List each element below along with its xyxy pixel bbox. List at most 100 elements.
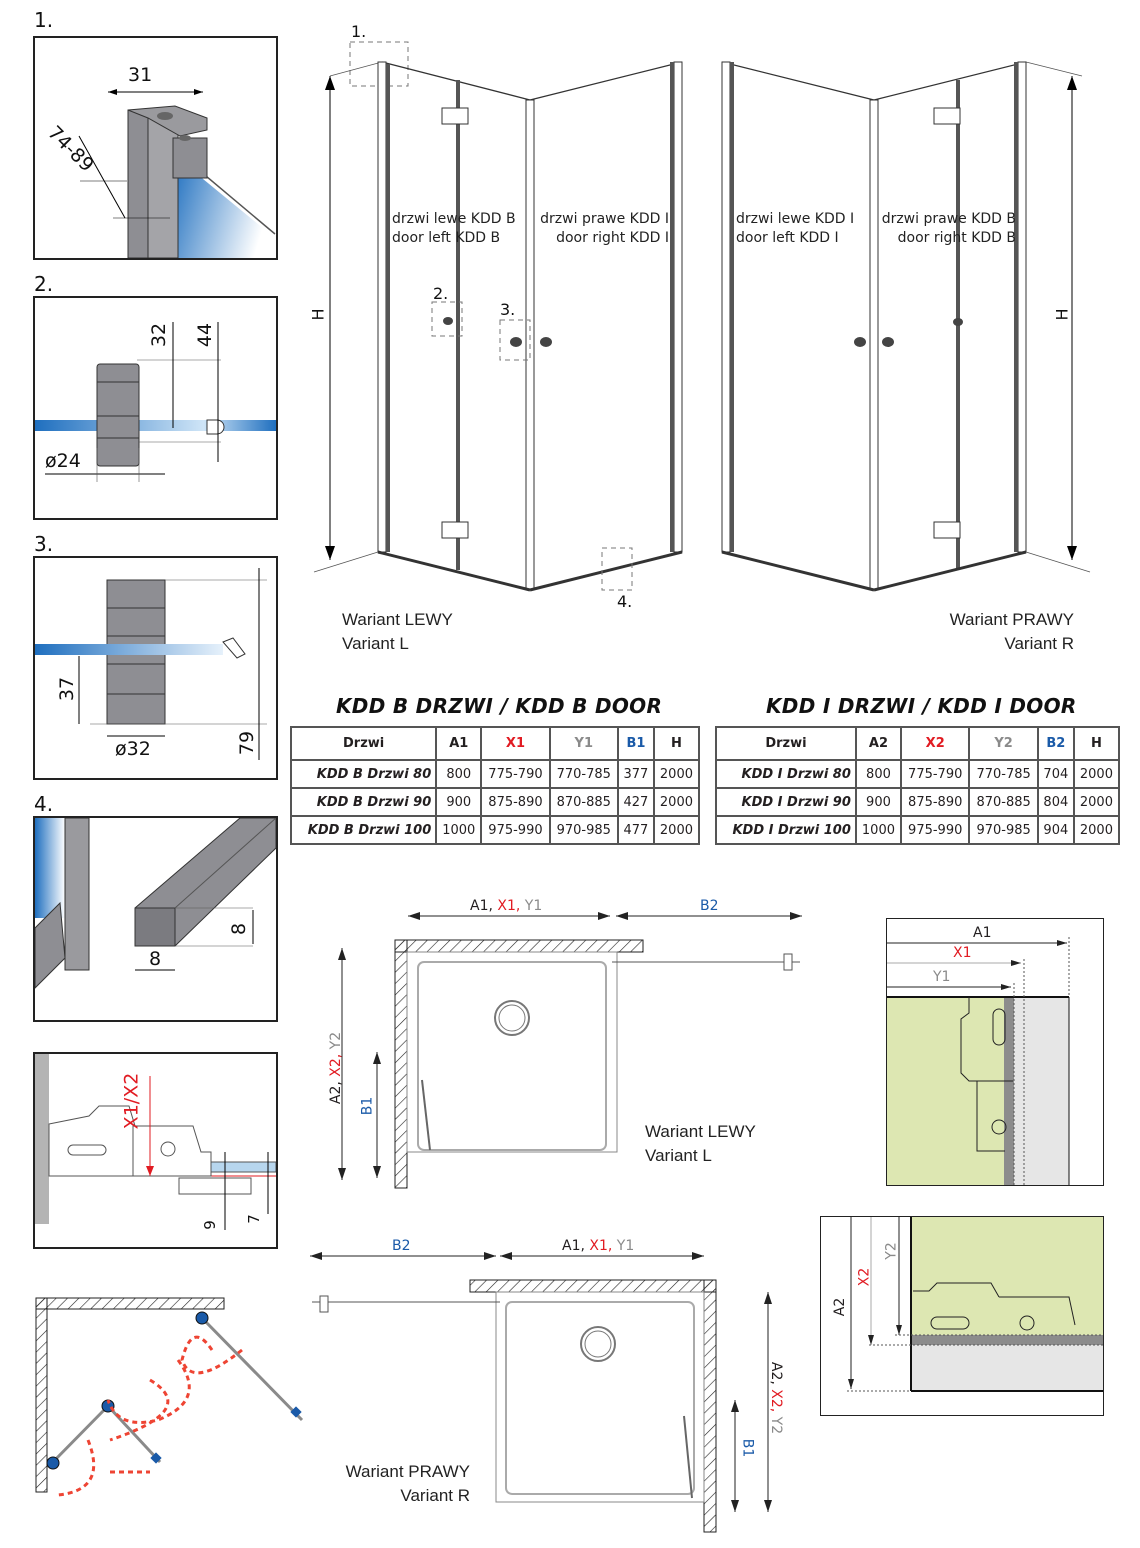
table-cell: 477	[616, 815, 655, 845]
table-row: KDD B Drzwi 90 900 875-890 870-885 427 2…	[289, 787, 701, 817]
plan-right-drawing	[310, 1252, 772, 1533]
table-cell: 870-885	[968, 787, 1039, 817]
plan-left-variant-label: Wariant LEWY Variant L	[645, 1122, 756, 1165]
table-cell: 800	[854, 759, 903, 789]
handle-illustration	[35, 568, 267, 760]
plan-left-drawing	[338, 912, 802, 1189]
profile-side-a2: A2	[832, 1297, 849, 1317]
table-cell: 377	[616, 759, 655, 789]
table-cell: 1000	[435, 815, 483, 845]
table-row: KDD B Drzwi 80 800 775-790 770-785 377 2…	[289, 759, 701, 789]
dim-8-horizontal: 8	[149, 948, 162, 970]
dim-x1-x2: X1/X2	[120, 1072, 143, 1130]
dim-32: 32	[148, 322, 171, 348]
dim-31: 31	[128, 64, 153, 86]
profile-top-x1: X1	[953, 945, 972, 961]
plan-right-b2-label: B2	[392, 1238, 411, 1254]
iso-right-height-label: H	[1052, 308, 1072, 321]
iso-left-drawing	[313, 41, 683, 592]
dim-7: 7	[244, 1214, 263, 1224]
table-cell: 2000	[652, 787, 701, 817]
profile-top-illustration	[887, 937, 1070, 1185]
dim-79: 79	[236, 730, 259, 756]
table-i-header: A2	[854, 726, 903, 761]
table-cell: 904	[1036, 815, 1075, 845]
table-cell: KDD B Drzwi 90	[289, 787, 438, 817]
table-cell: 770-785	[548, 759, 619, 789]
plan-right-side-dim: A2, X2, Y2	[768, 1361, 785, 1435]
dim-dia-24: ø24	[45, 450, 81, 472]
table-cell: 970-985	[968, 815, 1039, 845]
plan-right-variant-label: Wariant PRAWY Variant R	[345, 1462, 470, 1505]
table-cell: 875-890	[480, 787, 551, 817]
table-cell: 2000	[1072, 759, 1121, 789]
profile-top-y1: Y1	[933, 969, 951, 985]
table-b-header: Drzwi	[289, 726, 438, 761]
dim-44: 44	[194, 322, 217, 348]
table-cell: 775-790	[900, 759, 971, 789]
table-b-header: B1	[616, 726, 655, 761]
table-i-title: KDD I DRZWI / KDD I DOOR	[766, 694, 1077, 718]
table-cell: 900	[854, 787, 903, 817]
table-cell: 1000	[854, 815, 903, 845]
plan-left-b1-label: B1	[359, 1096, 376, 1116]
table-row: KDD B Drzwi 100 1000 975-990 970-985 477…	[289, 815, 701, 845]
iso-left-door-right-label: drzwi prawe KDD I door right KDD I	[540, 211, 669, 246]
table-b-header: Y1	[548, 726, 619, 761]
table-b: Drzwi A1 X1 Y1 B1 H KDD B Drzwi 80 800 7…	[289, 726, 701, 845]
table-i-header-row: Drzwi A2 X2 Y2 B2 H	[715, 726, 1121, 761]
profile-detail-side-box: A2 X2 Y2	[820, 1216, 1104, 1416]
top-profile-illustration	[78, 89, 276, 258]
iso-left-callout-3: 3.	[500, 300, 516, 319]
table-b-header-row: Drzwi A1 X1 Y1 B1 H	[289, 726, 701, 761]
table-row: KDD I Drzwi 100 1000 975-990 970-985 904…	[715, 815, 1121, 845]
iso-left-height-label: H	[308, 308, 328, 321]
detail-3-number: 3.	[34, 532, 54, 556]
table-cell: 875-890	[900, 787, 971, 817]
table-cell: 2000	[1072, 787, 1121, 817]
table-cell: 2000	[652, 759, 701, 789]
iso-left-callout-1: 1.	[351, 22, 367, 41]
detail-1-box: 31 74-89	[33, 36, 278, 260]
plan-left-side-dim: A2, X2, Y2	[328, 1031, 345, 1105]
detail-2-number: 2.	[34, 272, 54, 296]
iso-left-callout-2: 2.	[433, 284, 449, 303]
iso-right-drawing	[721, 61, 1091, 592]
table-i-header: H	[1072, 726, 1121, 761]
profile-side-y2: Y2	[883, 1242, 900, 1260]
iso-right-variant-label: Wariant PRAWY Variant R	[949, 610, 1074, 653]
plan-left-top-dim: A1, X1, Y1	[470, 898, 543, 914]
table-b-header: H	[652, 726, 701, 761]
table-cell: KDD I Drzwi 100	[715, 815, 857, 845]
table-cell: 804	[1036, 787, 1075, 817]
table-i-header: Y2	[968, 726, 1039, 761]
table-cell: 870-885	[548, 787, 619, 817]
dim-37: 37	[56, 676, 79, 702]
table-cell: KDD I Drzwi 90	[715, 787, 857, 817]
table-cell: 2000	[652, 815, 701, 845]
table-cell: 2000	[1072, 815, 1121, 845]
table-i-header: X2	[900, 726, 971, 761]
dim-8-vertical: 8	[228, 922, 251, 936]
detail-2-box: 32 44 ø24	[33, 296, 278, 520]
folding-motion-diagram	[35, 1297, 304, 1497]
iso-left-callout-4: 4.	[617, 592, 633, 611]
table-i-header: Drzwi	[715, 726, 857, 761]
iso-left-door-left-label: drzwi lewe KDD B door left KDD B	[392, 211, 516, 246]
detail-4-box: 8 8	[33, 816, 278, 1022]
table-b-header: X1	[480, 726, 551, 761]
hinge-offset-illustration	[35, 1054, 276, 1230]
table-cell: KDD I Drzwi 80	[715, 759, 857, 789]
dim-9: 9	[200, 1220, 219, 1230]
dim-dia-32: ø32	[115, 738, 151, 760]
table-cell: 975-990	[900, 815, 971, 845]
iso-right-door-right-label: drzwi prawe KDD B door right KDD B	[881, 211, 1016, 246]
seal-profile-illustration	[35, 818, 276, 989]
profile-top-a1: A1	[973, 925, 992, 941]
fixed-knob-illustration	[35, 322, 276, 482]
plan-right-top-dim: A1, X1, Y1	[562, 1238, 635, 1254]
table-cell: 704	[1036, 759, 1075, 789]
table-cell: 970-985	[548, 815, 619, 845]
profile-side-x2: X2	[856, 1267, 873, 1287]
table-cell: 800	[435, 759, 483, 789]
